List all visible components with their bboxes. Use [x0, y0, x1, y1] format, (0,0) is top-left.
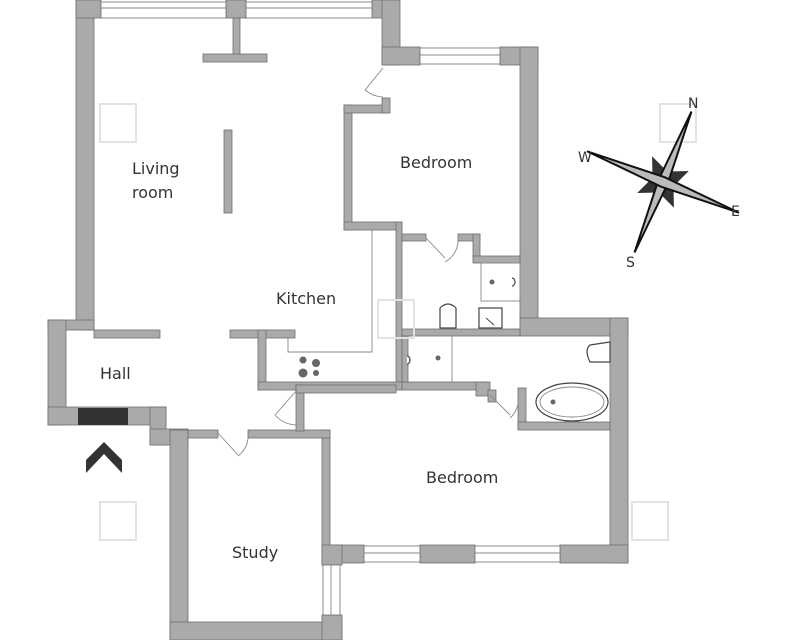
room-label-living-2: room	[132, 183, 173, 202]
room-label-living: Living	[132, 159, 180, 178]
bathtub-icon	[535, 382, 609, 422]
room-label-study: Study	[232, 543, 278, 562]
shower-icon-2	[406, 355, 411, 365]
entrance-door	[78, 408, 128, 425]
compass-south-label: S	[626, 255, 635, 271]
room-label-bedroom-north: Bedroom	[400, 153, 472, 172]
entrance-arrow-icon	[86, 442, 122, 473]
walls	[47, 0, 629, 640]
kitchen-counter	[287, 230, 373, 353]
room-label-bedroom-south: Bedroom	[426, 468, 498, 487]
toilet-icon	[439, 303, 457, 329]
toilet-icon-2	[586, 341, 611, 363]
bathroom-fixtures	[406, 262, 611, 422]
compass-rose-icon	[586, 111, 740, 253]
compass-east-label: E	[731, 204, 740, 220]
room-label-hall: Hall	[100, 364, 131, 383]
windows	[100, 1, 561, 616]
shower-icon	[511, 277, 516, 287]
sink-icon	[478, 307, 503, 329]
compass-west-label: W	[578, 150, 592, 166]
compass-north-label: N	[688, 96, 698, 112]
stove-icon	[298, 356, 320, 378]
room-label-kitchen: Kitchen	[276, 289, 336, 308]
doors	[217, 67, 519, 457]
